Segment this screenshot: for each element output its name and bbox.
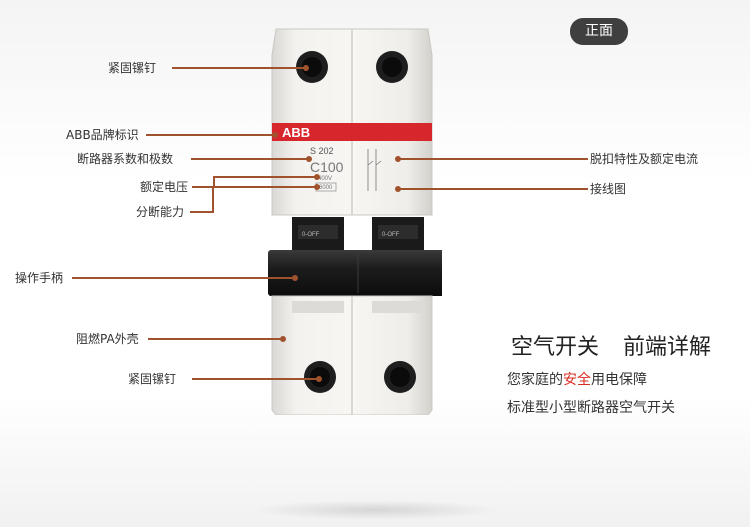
callout-screw-top: 紧固镙钉	[108, 61, 157, 75]
callout-handle: 操作手柄	[15, 271, 64, 285]
leader-housing	[148, 338, 282, 340]
leader-rated-voltage-a	[192, 186, 214, 188]
headline-line2: 标准型小型断路器空气开关	[507, 400, 675, 416]
callout-trip-rating: 脱扣特性及额定电流	[590, 152, 699, 166]
leader-dot-housing	[280, 336, 286, 342]
model-text: S 202	[310, 146, 334, 156]
leader-rated-voltage-b	[213, 176, 215, 188]
leader-dot-abb-logo	[272, 132, 278, 138]
callout-screw-bottom: 紧固镙钉	[128, 372, 177, 386]
leader-abb-logo	[146, 134, 274, 136]
leader-dot-screw-bottom	[316, 376, 322, 382]
abb-logo-text: ABB	[282, 125, 310, 140]
callout-housing: 阻燃PA外壳	[76, 332, 139, 346]
leader-dot-series-poles	[306, 156, 312, 162]
leader-screw-top	[172, 67, 305, 69]
circuit-breaker-image: ABB S 202 C100 400V 6000 0-OFF 0-OFF	[268, 28, 442, 415]
headline-line1: 您家庭的安全用电保障	[507, 369, 647, 389]
headline-line1-accent: 安全	[563, 372, 591, 388]
floor-shadow	[250, 500, 500, 520]
leader-breaking-capacity-b	[212, 186, 214, 213]
leader-rated-voltage-c	[213, 176, 316, 178]
callout-abb-logo: ABB品牌标识	[66, 128, 139, 142]
leader-dot-wiring	[395, 186, 401, 192]
headline-title: 空气开关 前端详解	[511, 329, 711, 361]
switch-left-text: 0-OFF	[302, 232, 320, 238]
headline-title-detail: 前端详解	[623, 335, 712, 360]
leader-dot-breaking-capacity	[314, 184, 320, 190]
leader-screw-bottom	[192, 378, 318, 380]
leader-breaking-capacity-c	[212, 186, 316, 188]
leader-dot-trip-rating	[395, 156, 401, 162]
leader-dot-handle	[292, 275, 298, 281]
switch-right-text: 0-OFF	[382, 232, 400, 238]
front-view-badge: 正面	[570, 18, 628, 45]
callout-series-poles: 断路器系数和极数	[77, 152, 174, 166]
voltage-text: 400V	[318, 176, 332, 182]
rating-text: C100	[310, 159, 344, 175]
headline-title-main: 空气开关	[511, 335, 600, 360]
leader-dot-rated-voltage	[314, 174, 320, 180]
callout-breaking-capacity: 分断能力	[136, 205, 185, 219]
leader-dot-screw-top	[303, 65, 309, 71]
callout-rated-voltage: 额定电压	[140, 180, 189, 194]
leader-trip-rating	[400, 158, 588, 160]
leader-wiring	[400, 188, 588, 190]
leader-handle	[72, 277, 294, 279]
leader-series-poles	[191, 158, 308, 160]
capacity-text: 6000	[319, 185, 333, 191]
headline-line1-a: 您家庭的	[507, 372, 563, 388]
callout-wiring: 接线图	[590, 182, 627, 196]
leader-breaking-capacity-a	[190, 211, 213, 213]
headline-line1-b: 用电保障	[591, 372, 647, 388]
